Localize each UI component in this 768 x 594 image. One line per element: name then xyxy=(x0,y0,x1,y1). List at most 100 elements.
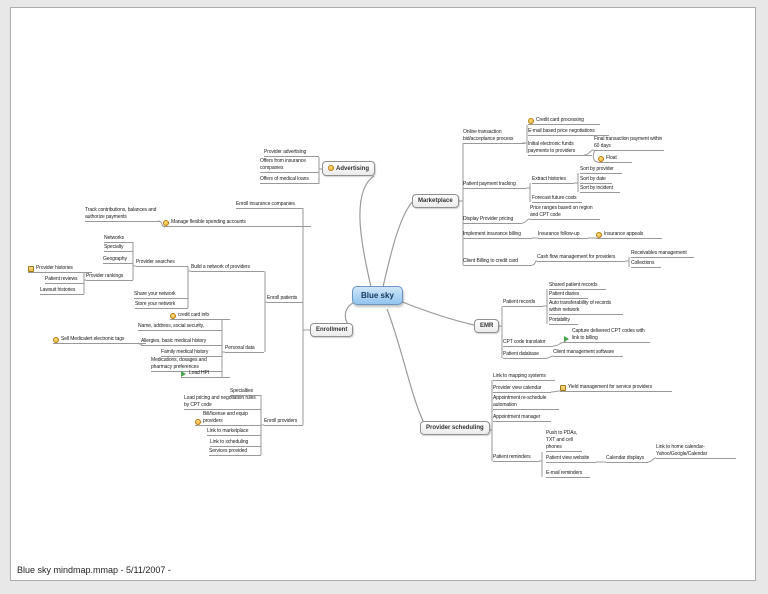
topic-share-network[interactable]: Share your network xyxy=(134,291,188,299)
topic-offers-of-medical-loans[interactable]: Offers of medical loans xyxy=(260,176,319,184)
topic-link-to-mapping-systems[interactable]: Link to mapping systems xyxy=(493,373,555,381)
topic-link-to-scheduling[interactable]: Link to scheduling xyxy=(210,439,261,447)
topic-label: Bill/license and equip providers xyxy=(203,411,248,424)
topic-manage-fsa[interactable]: Manage flexible spending accounts xyxy=(163,219,311,227)
topic-load-hpi[interactable]: Load HPI xyxy=(181,370,230,378)
topic-sort-by-incident[interactable]: Sort by incident xyxy=(580,185,620,193)
topic-specialty[interactable]: Specialty xyxy=(104,244,133,252)
topic-label: Insurance follow-up xyxy=(538,231,580,237)
topic-online-transaction[interactable]: Online transaction bid/acceptance proces… xyxy=(463,129,525,144)
topic-label: Patient records xyxy=(503,299,536,305)
topic-build-network[interactable]: Build a network of providers xyxy=(191,264,264,272)
topic-label: Sell Medicalert electronic tags xyxy=(61,336,125,342)
green-arrow-icon xyxy=(181,371,186,377)
topic-capture-cpt-codes[interactable]: Capture delivered CPT codes with link to… xyxy=(564,328,650,343)
topic-bill-license[interactable]: Bill/license and equip providers xyxy=(195,411,261,426)
topic-auto-transferability[interactable]: Auto transferability of records within n… xyxy=(549,300,623,315)
topic-label: Enroll providers xyxy=(264,418,298,424)
topic-enroll-insurance-companies[interactable]: Enroll insurance companies xyxy=(236,201,303,209)
topic-label: Auto transferability of records within n… xyxy=(549,300,611,313)
topic-label: Provider view calendar xyxy=(493,385,542,391)
topic-personal-data[interactable]: Personal data xyxy=(225,345,264,353)
topic-label: Appointment manager xyxy=(493,414,541,420)
topic-load-pricing[interactable]: Load pricing and negotiation rules by CP… xyxy=(184,395,261,410)
topic-sell-medicalert[interactable]: Sell Medicalert electronic tags xyxy=(53,336,146,344)
topic-insurance-followup[interactable]: Insurance follow-up xyxy=(538,231,588,239)
topic-client-management-software[interactable]: Client management software xyxy=(553,349,623,357)
topic-provider-view-calendar[interactable]: Provider view calendar xyxy=(493,385,551,393)
topic-specialties[interactable]: Specialties xyxy=(230,388,261,396)
topic-cpt-code-translator[interactable]: CPT code translator xyxy=(503,339,553,347)
topic-email-price-negotiations[interactable]: E-mail based price negotiations xyxy=(528,128,609,136)
topic-push-to-pdas[interactable]: Push to PDAs, TXT and cell phones xyxy=(546,430,582,452)
topic-calendar-displays[interactable]: Calendar displays xyxy=(606,455,648,463)
topic-label: Extract histories xyxy=(532,176,566,182)
topic-provider-histories[interactable]: Provider histories xyxy=(28,265,92,273)
topic-receivables-management[interactable]: Receivables management xyxy=(631,250,694,258)
topic-collections[interactable]: Collections xyxy=(631,260,661,268)
topic-patient-view-website[interactable]: Patient view website xyxy=(546,455,596,463)
topic-label: Float xyxy=(606,155,617,161)
topic-sort-by-date[interactable]: Sort by date xyxy=(580,176,612,184)
topic-label: Final transaction payment within 60 days xyxy=(594,136,663,149)
topic-family-history[interactable]: Family medical history xyxy=(161,349,222,357)
topic-implement-insurance-billing[interactable]: Implement insurance billing xyxy=(463,231,532,239)
topic-cash-flow-management[interactable]: Cash flow management for providers xyxy=(537,254,625,262)
topic-allergies[interactable]: Allergies, basic medical history xyxy=(141,338,222,346)
topic-insurance-appeals[interactable]: Insurance appeals xyxy=(596,231,662,239)
topic-display-provider-pricing[interactable]: Display Provider pricing xyxy=(463,216,522,224)
topic-advertising[interactable]: Advertising xyxy=(322,161,376,176)
topic-label: Medications, dosages and pharmacy prefer… xyxy=(151,357,207,370)
topic-sort-by-provider[interactable]: Sort by provider xyxy=(580,166,622,174)
topic-store-network[interactable]: Store your network xyxy=(135,301,188,309)
topic-enroll-patients[interactable]: Enroll patients xyxy=(267,295,303,303)
topic-initial-electronic-funds[interactable]: Initial electronic funds payments to pro… xyxy=(528,141,592,156)
topic-label: Specialty xyxy=(104,244,124,250)
topic-geography[interactable]: Geography xyxy=(103,256,133,264)
topic-yield-management[interactable]: Yield management for service providers xyxy=(560,384,672,392)
topic-shared-patient-records[interactable]: Shared patient records xyxy=(549,282,606,290)
topic-label: Advertising xyxy=(336,166,370,172)
topic-patient-reminders[interactable]: Patient reminders xyxy=(493,454,539,462)
topic-emr[interactable]: EMR xyxy=(474,319,500,333)
topic-portability[interactable]: Portability xyxy=(549,317,578,325)
topic-label: Networks xyxy=(104,235,125,241)
topic-lawsuit-histories[interactable]: Lawsuit histories xyxy=(40,287,84,295)
topic-medications[interactable]: Medications, dosages and pharmacy prefer… xyxy=(151,357,222,372)
topic-offers-from-insurance[interactable]: Offers from insurance companies xyxy=(260,158,319,173)
topic-link-to-home-calendar[interactable]: Link to home calendar-Yahoo/Google/Calen… xyxy=(656,444,736,459)
topic-appointment-reschedule[interactable]: Appointment re-schedule automation xyxy=(493,395,559,410)
topic-patient-records[interactable]: Patient records xyxy=(503,299,543,307)
topic-enroll-providers[interactable]: Enroll providers xyxy=(264,418,303,426)
central-topic[interactable]: Blue sky xyxy=(352,286,403,305)
topic-enrollment[interactable]: Enrollment xyxy=(310,323,354,337)
topic-provider-scheduling[interactable]: Provider scheduling xyxy=(420,421,490,435)
topic-label: Enrollment xyxy=(316,327,348,333)
topic-networks[interactable]: Networks xyxy=(104,235,133,243)
topic-extract-histories[interactable]: Extract histories xyxy=(532,176,574,184)
topic-patient-payment-tracking[interactable]: Patient payment tracking xyxy=(463,181,526,189)
topic-forecast-future-costs[interactable]: Forecast future costs xyxy=(532,195,582,203)
topic-client-billing[interactable]: Client Billing to credit card xyxy=(463,258,532,266)
topic-provider-searches[interactable]: Provider searches xyxy=(136,259,188,267)
topic-services-provided[interactable]: Services provided xyxy=(209,448,261,456)
topic-provider-advertising[interactable]: Provider advertising xyxy=(264,149,319,157)
topic-appointment-manager[interactable]: Appointment manager xyxy=(493,414,551,422)
topic-credit-card-info[interactable]: credit card info xyxy=(170,312,230,320)
topic-final-transaction-payment[interactable]: Final transaction payment within 60 days xyxy=(594,136,664,151)
topic-email-reminders[interactable]: E-mail reminders xyxy=(546,470,590,478)
topic-float[interactable]: Float xyxy=(598,155,632,163)
topic-patient-reviews[interactable]: Patient reviews xyxy=(45,276,84,284)
topic-price-ranges[interactable]: Price ranges based on region and CPT cod… xyxy=(530,205,600,220)
topic-patient-database[interactable]: Patient database xyxy=(503,351,547,359)
topic-link-to-marketplace[interactable]: Link to marketplace xyxy=(207,428,261,436)
topic-credit-card-processing[interactable]: Credit card processing xyxy=(528,117,600,125)
topic-label: Yield management for service providers xyxy=(568,384,653,390)
topic-provider-rankings[interactable]: Provider rankings xyxy=(86,273,133,281)
topic-patient-diaries[interactable]: Patient diaries xyxy=(549,291,588,299)
topic-name-address[interactable]: Name, address, social security, xyxy=(138,323,222,331)
green-arrow-icon xyxy=(564,336,569,342)
topic-marketplace[interactable]: Marketplace xyxy=(412,194,459,208)
topic-track-contributions[interactable]: Track contributions, balances and author… xyxy=(85,207,160,222)
